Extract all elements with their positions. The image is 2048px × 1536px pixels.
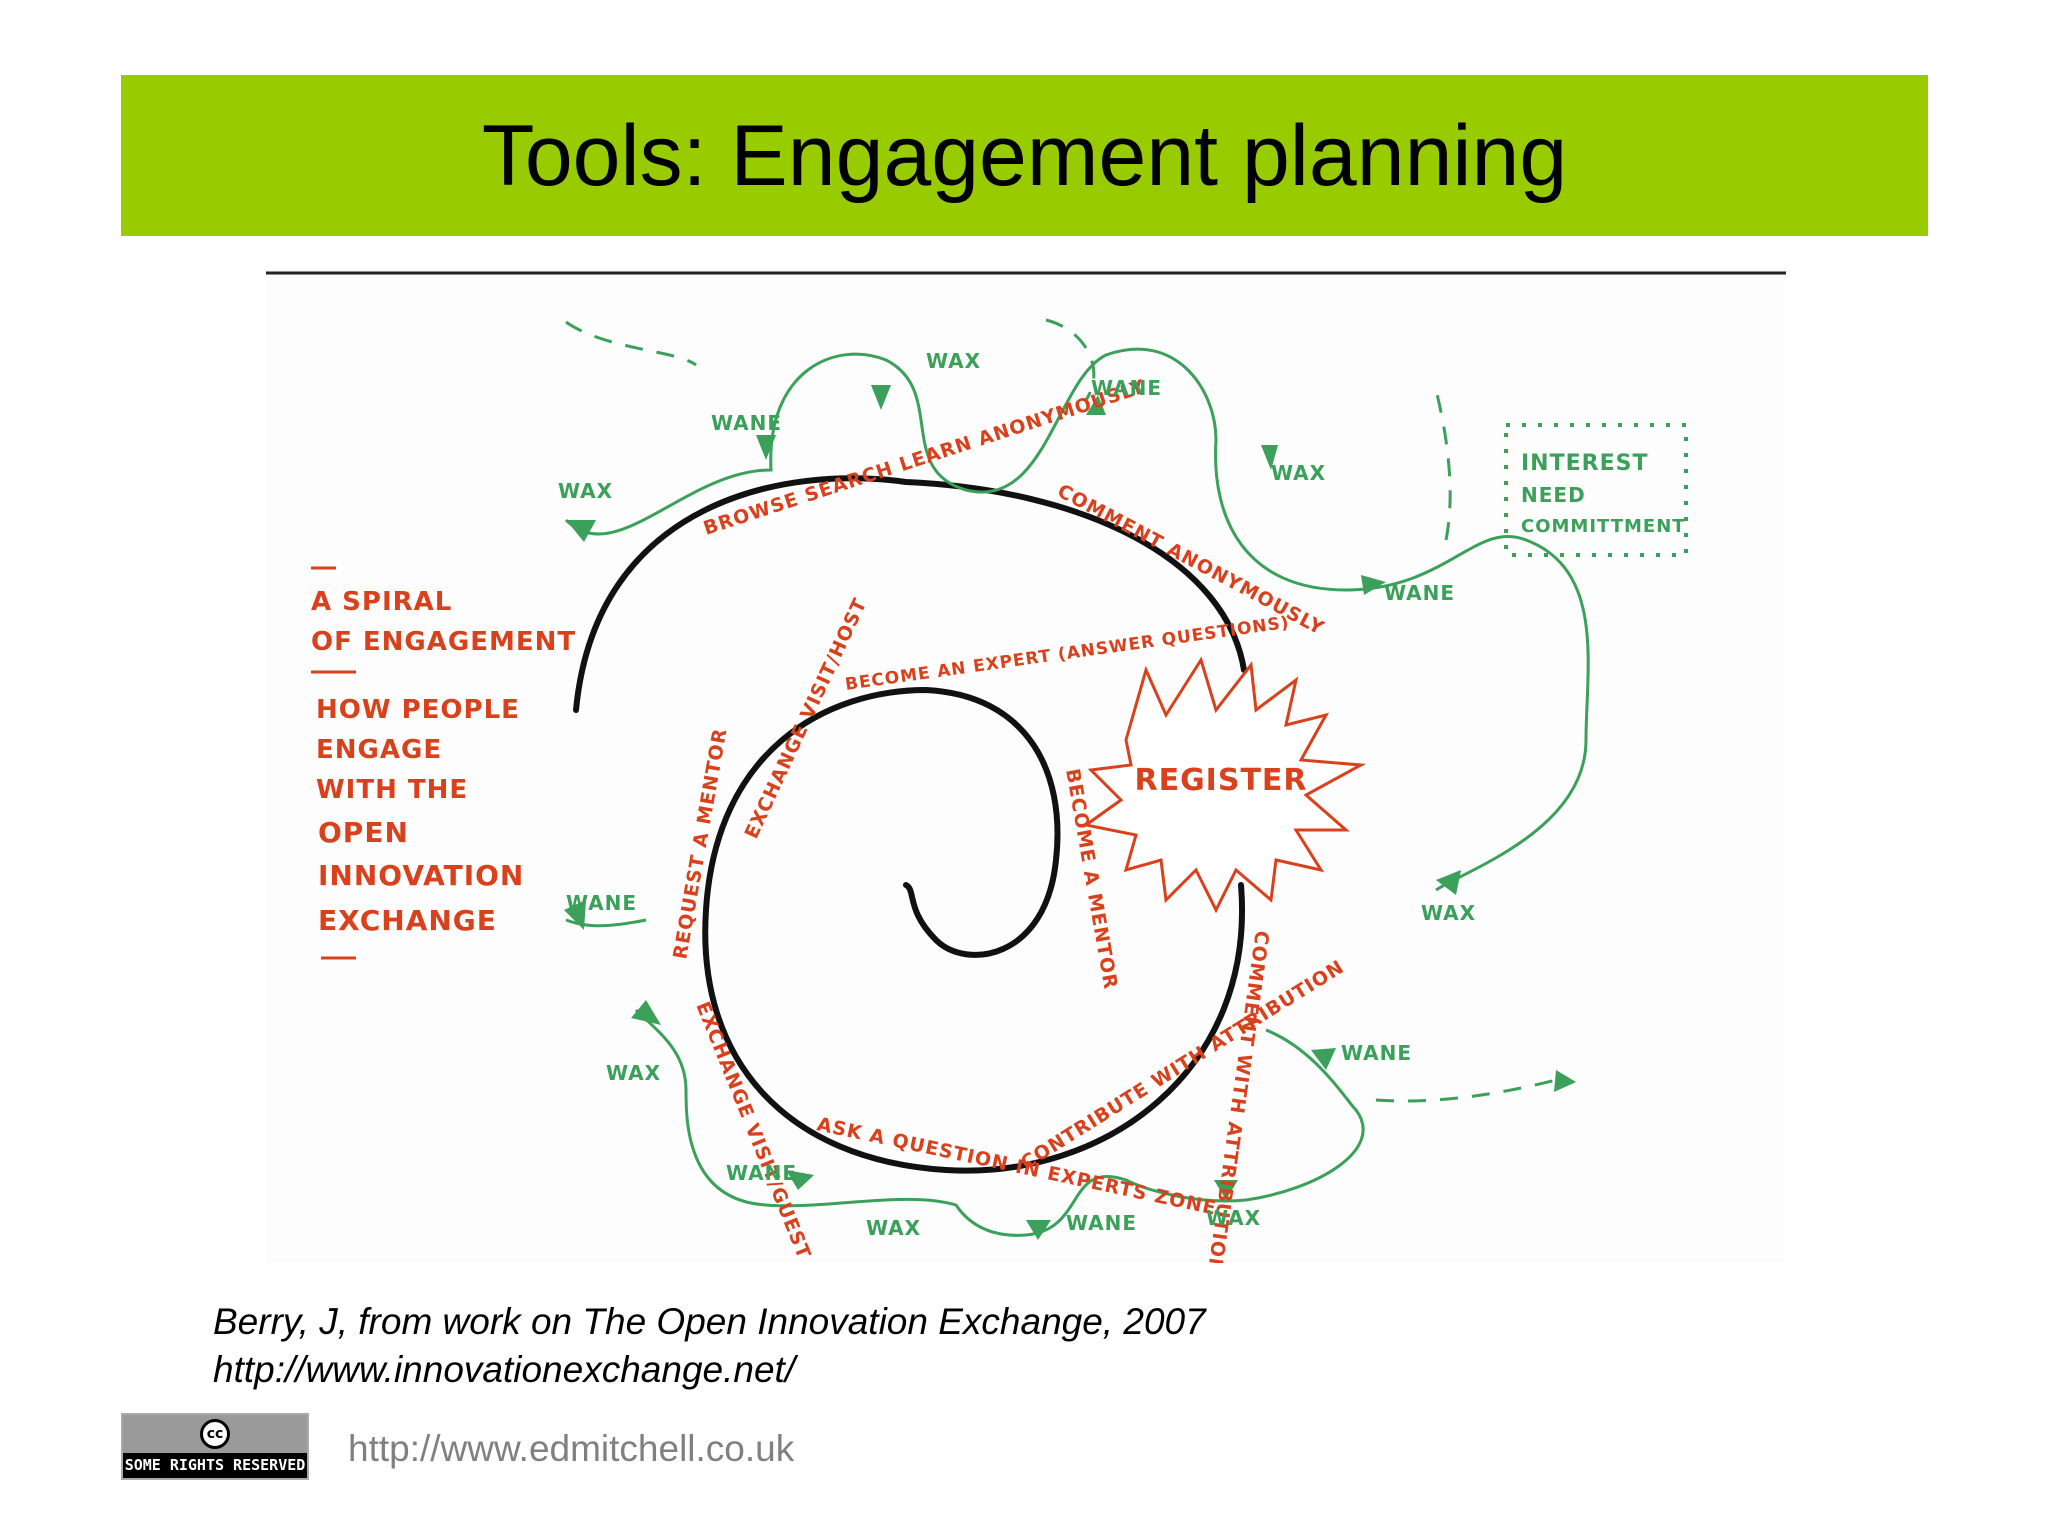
cc-icon: cc (200, 1419, 230, 1449)
legend-line-1: INTEREST (1521, 451, 1648, 476)
arrowhead (1214, 1180, 1238, 1200)
wax-label: WAX (926, 349, 981, 373)
wave-arrowheads (564, 385, 1576, 1240)
caption-line-1: A SPIRAL (311, 587, 452, 617)
register-label: REGISTER (1134, 763, 1307, 798)
engagement-spiral-diagram: REGISTER INTEREST NEED COMMITTMENT A SPI… (266, 270, 1786, 1263)
stage-become-expert: BECOME AN EXPERT (ANSWER QUESTIONS) (844, 613, 1291, 695)
arrowhead (1026, 1220, 1051, 1240)
caption-line-4: ENGAGE (316, 735, 442, 765)
stage-exchange-host: EXCHANGE VISIT/HOST (741, 595, 872, 842)
legend-box (1504, 423, 1688, 557)
caption-line-7: INNOVATION (318, 859, 524, 892)
arrowhead (1554, 1070, 1576, 1092)
wane-label: WANE (566, 891, 637, 915)
dashed-path-top (1045, 318, 1096, 401)
upper-wave-path (564, 347, 1590, 892)
spiral-sketch: REGISTER INTEREST NEED COMMITTMENT A SPI… (266, 271, 1786, 1263)
wane-label: WANE (1384, 581, 1455, 605)
arrowhead (756, 435, 776, 460)
stage-contribute: CONTRIBUTE WITH ATTRIBUTION (1017, 956, 1348, 1174)
arrowhead (871, 385, 891, 410)
stage-become-mentor: BECOME A MENTOR (1061, 767, 1122, 991)
arrowhead (1311, 1048, 1336, 1070)
stage-request-mentor: REQUEST A MENTOR (669, 726, 731, 961)
wax-label: WAX (606, 1061, 661, 1085)
dashed-path-top-left (565, 320, 697, 367)
dashed-exit-paths (565, 318, 1557, 1103)
arrowhead (566, 520, 596, 542)
wax-label: WAX (1421, 901, 1476, 925)
wax-label: WAX (558, 479, 613, 503)
register-starburst (1082, 656, 1367, 914)
caption-line-8: EXCHANGE (318, 904, 497, 937)
caption-line-3: HOW PEOPLE (316, 695, 520, 725)
legend-line-2: NEED (1521, 483, 1586, 507)
arrowhead (631, 1000, 661, 1025)
caption-line-6: OPEN (318, 816, 409, 849)
wane-label: WANE (726, 1161, 797, 1185)
title-bar: Tools: Engagement planning (121, 75, 1928, 236)
stage-exchange-guest: EXCHANGE VISIT/GUEST (691, 999, 815, 1263)
wax-label: WAX (1206, 1206, 1261, 1230)
arrowhead (786, 1170, 814, 1190)
creative-commons-badge[interactable]: cc SOME RIGHTS RESERVED (121, 1413, 309, 1480)
footer-url[interactable]: http://www.edmitchell.co.uk (348, 1428, 795, 1469)
dashed-path-bottom-right (1375, 1078, 1557, 1103)
dashed-path-right (1434, 389, 1452, 541)
caption-line-5: WITH THE (316, 775, 468, 805)
wane-label: WANE (1091, 376, 1162, 400)
left-wave-path (565, 918, 647, 928)
citation: Berry, J, from work on The Open Innovati… (213, 1298, 1206, 1394)
caption-line-2: OF ENGAGEMENT (311, 627, 576, 657)
stage-ask-question: ASK A QUESTION IN EXPERTS ZONE (815, 1113, 1219, 1219)
cc-badge-text: SOME RIGHTS RESERVED (124, 1455, 306, 1474)
arrowhead (1261, 445, 1278, 470)
wax-label: WAX (1271, 461, 1326, 485)
arrowhead (1086, 395, 1106, 415)
wane-label: WANE (1066, 1211, 1137, 1235)
citation-link[interactable]: http://www.innovationexchange.net/ (213, 1349, 796, 1390)
arrowhead (1361, 575, 1386, 595)
wane-label: WANE (711, 411, 782, 435)
citation-line-1: Berry, J, from work on The Open Innovati… (213, 1301, 1206, 1342)
arrowhead (564, 900, 586, 930)
cc-badge-top: cc (123, 1415, 307, 1453)
slide-title: Tools: Engagement planning (481, 107, 1568, 204)
wax-label: WAX (866, 1216, 921, 1240)
arrowhead (1436, 870, 1461, 895)
wane-label: WANE (1341, 1041, 1412, 1065)
engagement-spiral (573, 475, 1247, 1174)
legend-line-3: COMMITTMENT (1521, 516, 1686, 537)
